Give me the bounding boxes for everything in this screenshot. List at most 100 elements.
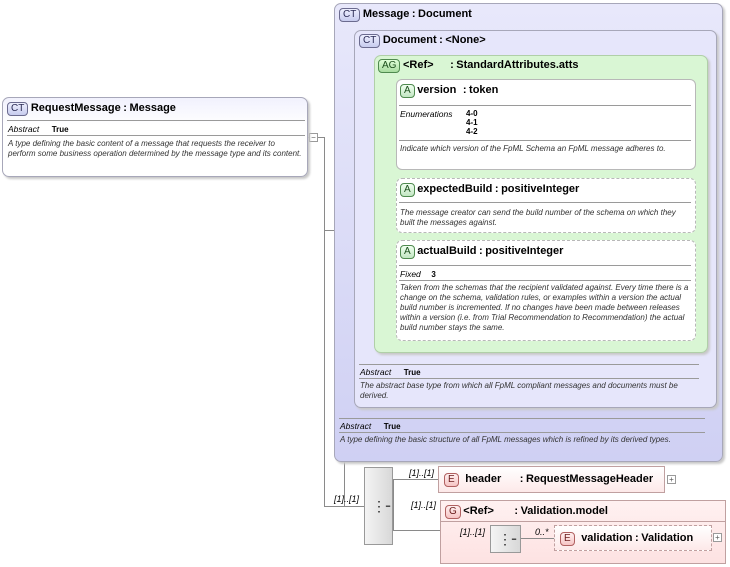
message-header: CT Message : Document: [339, 8, 472, 22]
validation-sequence-multiplicity: [1]..[1]: [460, 527, 486, 537]
message-doc: A type defining the basic structure of a…: [340, 435, 671, 444]
attribute-group-name: <Ref>: [402, 59, 434, 71]
divider: [399, 280, 691, 281]
attribute-group-type: StandardAttributes.atts: [456, 59, 579, 71]
divider: [399, 265, 691, 266]
header-element-node[interactable]: E header : RequestMessageHeader: [438, 466, 665, 493]
request-message-doc: A type defining the basic content of a m…: [8, 139, 302, 158]
complex-type-icon: CT: [339, 8, 361, 22]
expand-icon[interactable]: +: [713, 533, 722, 542]
divider: [399, 140, 691, 141]
request-message-header: CT RequestMessage : Message: [7, 102, 176, 116]
connector-validation-inner: [521, 538, 554, 539]
header-element-type: RequestMessageHeader: [525, 473, 654, 485]
request-message-abstract: Abstract True: [8, 124, 69, 134]
divider: [399, 105, 691, 106]
header-multiplicity: [1]..[1]: [409, 468, 435, 478]
request-message-name: RequestMessage: [30, 102, 121, 114]
divider: [339, 432, 705, 433]
sequence-compositor[interactable]: ⋮╴: [364, 467, 395, 545]
element-icon: E: [444, 473, 459, 487]
attribute-icon: A: [400, 183, 415, 197]
divider: [7, 135, 305, 136]
abstract-label: Abstract: [340, 421, 372, 431]
divider: [339, 418, 705, 419]
request-message-node[interactable]: CT RequestMessage : Message Abstract Tru…: [2, 97, 308, 177]
version-attribute-node[interactable]: A version : token Enumerations 4-0 4-1 4…: [396, 79, 696, 170]
version-header: A version : token: [400, 84, 498, 98]
fixed-label: Fixed: [400, 269, 421, 279]
collapse-toggle-icon[interactable]: −: [309, 133, 318, 142]
abstract-value: True: [403, 368, 421, 377]
document-doc: The abstract base type from which all Fp…: [360, 381, 678, 400]
enum-value: 4-1: [466, 118, 478, 127]
sequence-icon: ⋮╴: [372, 498, 395, 514]
document-header: CT Document : <None>: [359, 34, 486, 48]
expected-build-type: positiveInteger: [501, 183, 580, 195]
type-separator: :: [450, 59, 454, 71]
document-name: Document: [382, 34, 437, 46]
abstract-label: Abstract: [360, 367, 392, 377]
divider: [359, 378, 699, 379]
connector-msg-vertical: [344, 460, 345, 506]
expected-build-name: expectedBuild: [417, 183, 493, 195]
validation-element-multiplicity: 0..*: [535, 527, 549, 537]
validation-element-node[interactable]: E validation : Validation: [554, 525, 712, 551]
type-separator: :: [123, 102, 127, 114]
document-type: <None>: [445, 34, 486, 46]
validation-element-header: E validation : Validation: [560, 532, 693, 546]
actual-build-name: actualBuild: [417, 245, 477, 257]
type-separator: :: [494, 183, 499, 195]
connector-seq-header: [393, 479, 438, 480]
version-type: token: [469, 84, 499, 96]
actual-build-fixed: Fixed 3: [400, 269, 436, 279]
validation-sequence-compositor[interactable]: ⋮╴: [490, 525, 521, 553]
sequence-multiplicity: [1]..[1]: [334, 494, 360, 504]
abstract-label: Abstract: [8, 124, 40, 134]
fixed-value: 3: [431, 270, 436, 279]
document-abstract: Abstract True: [360, 367, 421, 377]
enumerations-label: Enumerations: [400, 109, 453, 119]
connector-to-message: [324, 230, 334, 231]
abstract-value: True: [383, 422, 401, 431]
actual-build-attribute-node[interactable]: A actualBuild : positiveInteger Fixed 3 …: [396, 240, 696, 341]
expected-build-doc: The message creator can send the build n…: [400, 208, 676, 227]
validation-group-multiplicity: [1]..[1]: [411, 500, 437, 510]
attribute-icon: A: [400, 245, 415, 259]
divider: [7, 120, 305, 121]
complex-type-icon: CT: [7, 102, 29, 116]
header-element-header: E header : RequestMessageHeader: [444, 473, 653, 487]
expected-build-header: A expectedBuild : positiveInteger: [400, 183, 579, 197]
validation-group-node[interactable]: G <Ref> : Validation.model [1]..[1] ⋮╴ 0…: [440, 500, 726, 564]
version-name: version: [417, 84, 457, 96]
complex-type-icon: CT: [359, 34, 381, 48]
divider: [441, 521, 725, 522]
validation-group-name: <Ref>: [463, 505, 494, 517]
sequence-icon: ⋮╴: [498, 531, 521, 547]
actual-build-doc: Taken from the schemas that the recipien…: [400, 283, 689, 332]
enum-value: 4-0: [466, 109, 478, 118]
validation-element-type: Validation: [641, 532, 694, 544]
type-separator: :: [635, 532, 639, 544]
connector-seq-vertical: [393, 479, 394, 530]
attribute-group-icon: AG: [378, 59, 401, 73]
type-separator: :: [479, 245, 483, 257]
enum-value: 4-2: [466, 127, 478, 136]
message-name: Message: [362, 8, 410, 20]
attribute-group-header: AG <Ref> : StandardAttributes.atts: [378, 59, 579, 73]
expand-icon[interactable]: +: [667, 475, 676, 484]
group-icon: G: [445, 505, 461, 519]
validation-group-header: G <Ref> : Validation.model: [445, 505, 608, 519]
validation-element-name: validation: [581, 532, 633, 544]
expected-build-attribute-node[interactable]: A expectedBuild : positiveInteger The me…: [396, 178, 696, 233]
type-separator: :: [519, 473, 524, 485]
validation-group-type: Validation.model: [520, 505, 608, 517]
connector-seq-validation: [393, 530, 440, 531]
divider: [359, 364, 699, 365]
connector-to-sequence: [324, 506, 364, 507]
element-icon: E: [560, 532, 575, 546]
request-message-type: Message: [129, 102, 176, 114]
abstract-value: True: [51, 125, 69, 134]
message-abstract: Abstract True: [340, 421, 401, 431]
version-doc: Indicate which version of the FpML Schem…: [400, 144, 666, 153]
